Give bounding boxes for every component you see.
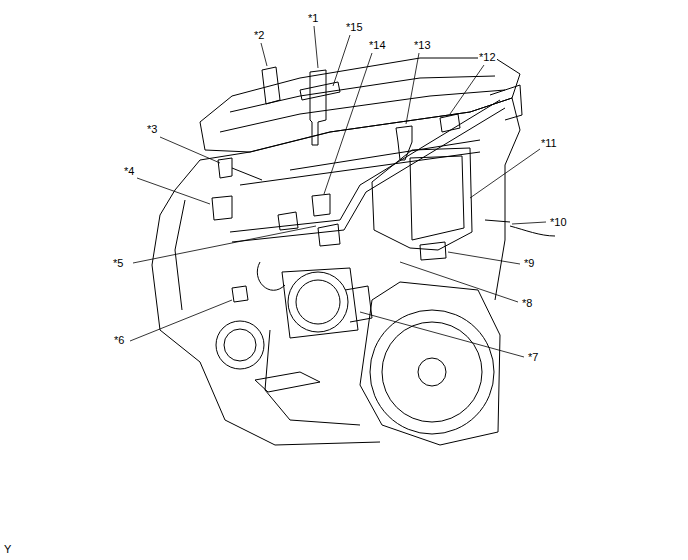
leader-line bbox=[400, 262, 518, 302]
leader-line bbox=[130, 300, 232, 341]
callout-number: *5 bbox=[112, 257, 124, 269]
callout-number: *15 bbox=[345, 21, 364, 33]
actuator-unit bbox=[372, 148, 472, 260]
crank-pulley bbox=[370, 310, 494, 434]
leader-line bbox=[448, 252, 520, 264]
leader-line bbox=[512, 222, 546, 224]
callout-number: *7 bbox=[527, 351, 539, 363]
callout-number: *8 bbox=[521, 297, 533, 309]
callout-number: *12 bbox=[478, 51, 497, 63]
leader-line bbox=[333, 35, 350, 86]
leader-line bbox=[360, 312, 524, 357]
sensors-coils bbox=[212, 67, 555, 302]
leader-line bbox=[406, 53, 419, 124]
callout-number: *14 bbox=[368, 39, 387, 51]
leader-line bbox=[450, 65, 484, 114]
intake-pipes bbox=[230, 85, 522, 290]
callout-number: *3 bbox=[146, 123, 158, 135]
callout-number: *4 bbox=[123, 165, 135, 177]
callout-number: *9 bbox=[523, 257, 535, 269]
leader-line bbox=[261, 43, 267, 66]
engine-outline bbox=[152, 58, 520, 445]
callout-number: *11 bbox=[540, 137, 558, 149]
callout-number: *10 bbox=[549, 216, 568, 228]
callout-number: *2 bbox=[253, 29, 265, 41]
callout-number: *13 bbox=[413, 39, 432, 51]
callout-number: *6 bbox=[113, 334, 125, 346]
oil-filter bbox=[216, 321, 320, 392]
leader-line bbox=[133, 226, 316, 263]
callout-number: Y bbox=[3, 543, 12, 555]
leader-line bbox=[324, 53, 372, 194]
leader-line bbox=[314, 26, 318, 68]
callout-number: *1 bbox=[307, 12, 319, 24]
leader-line bbox=[470, 149, 540, 198]
throttle-body bbox=[282, 268, 372, 338]
leader-line bbox=[160, 137, 220, 163]
leader-line bbox=[137, 178, 210, 204]
